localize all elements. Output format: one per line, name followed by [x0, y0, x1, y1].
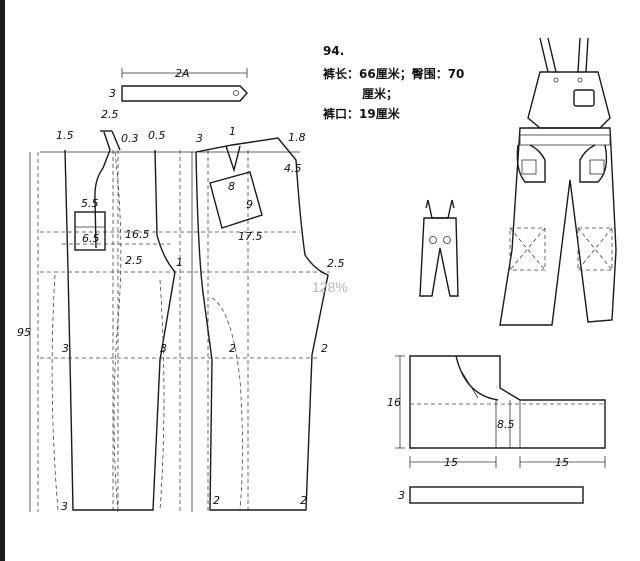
label-pocket-overlap: 2.5: [101, 108, 119, 121]
label-back-pocket-a: 8: [228, 180, 235, 193]
label-bib-height: 16: [387, 396, 401, 409]
label-front-hip: 16.5: [125, 228, 150, 241]
label-bib-crotch: 8.5: [497, 418, 515, 431]
label-waistband-height: 3: [398, 489, 405, 502]
label-side-length: 95: [17, 326, 31, 339]
label-front-top-b: 0.5: [148, 129, 166, 142]
label-back-right-top: 1.8: [288, 131, 306, 144]
label-front-top-a: 0.3: [121, 132, 139, 145]
label-back-hem-right: 2: [300, 494, 307, 507]
label-front-hem: 3: [61, 500, 68, 513]
front-trouser-panel: [29, 130, 330, 513]
spec-line-3: 裤口：19厘米: [323, 106, 401, 121]
label-bib-width-right: 15: [555, 456, 569, 469]
label-bib-width-left: 15: [444, 456, 458, 469]
label-back-hip: 17.5: [238, 230, 263, 243]
bib-piece: [395, 355, 606, 468]
label-back-inseam-knee: 2: [229, 342, 236, 355]
label-front-waist-dart: 1.5: [56, 129, 74, 142]
zoom-indicator: 128%: [312, 279, 348, 295]
label-back-outseam-knee: 2: [321, 342, 328, 355]
label-front-pocket-width: 5.5: [81, 197, 99, 210]
spec-line-1: 裤长：66厘米；臀围：70: [323, 66, 464, 81]
large-overall-illustration: [499, 37, 617, 326]
label-front-inseam-knee: 3: [160, 342, 167, 355]
label-back-crotch: 2.5: [327, 257, 345, 270]
figure-number: 94.: [323, 44, 344, 58]
label-back-hem-left: 2: [213, 494, 220, 507]
back-trouser-panel: [191, 137, 329, 512]
strap-piece: 2A 3: [109, 67, 248, 102]
label-back-side-top: 3: [196, 132, 203, 145]
label-front-pocket-height: 6.5: [82, 232, 100, 245]
strap-label: 2A: [175, 67, 190, 80]
label-front-crotch-small: 2.5: [125, 254, 143, 267]
label-back-hip-side: 4.5: [284, 162, 302, 175]
strap-height-label: 3: [109, 87, 116, 100]
label-back-top: 1: [229, 125, 236, 138]
small-overall-sketch: [419, 199, 459, 297]
window-left-border: [0, 0, 5, 561]
waistband-piece: [409, 486, 584, 504]
label-front-crotch-tip: 1: [176, 256, 183, 269]
label-front-outseam-knee: 3: [62, 342, 69, 355]
label-back-pocket-b: 9: [246, 198, 253, 211]
spec-line-2: 厘米；: [362, 86, 398, 101]
